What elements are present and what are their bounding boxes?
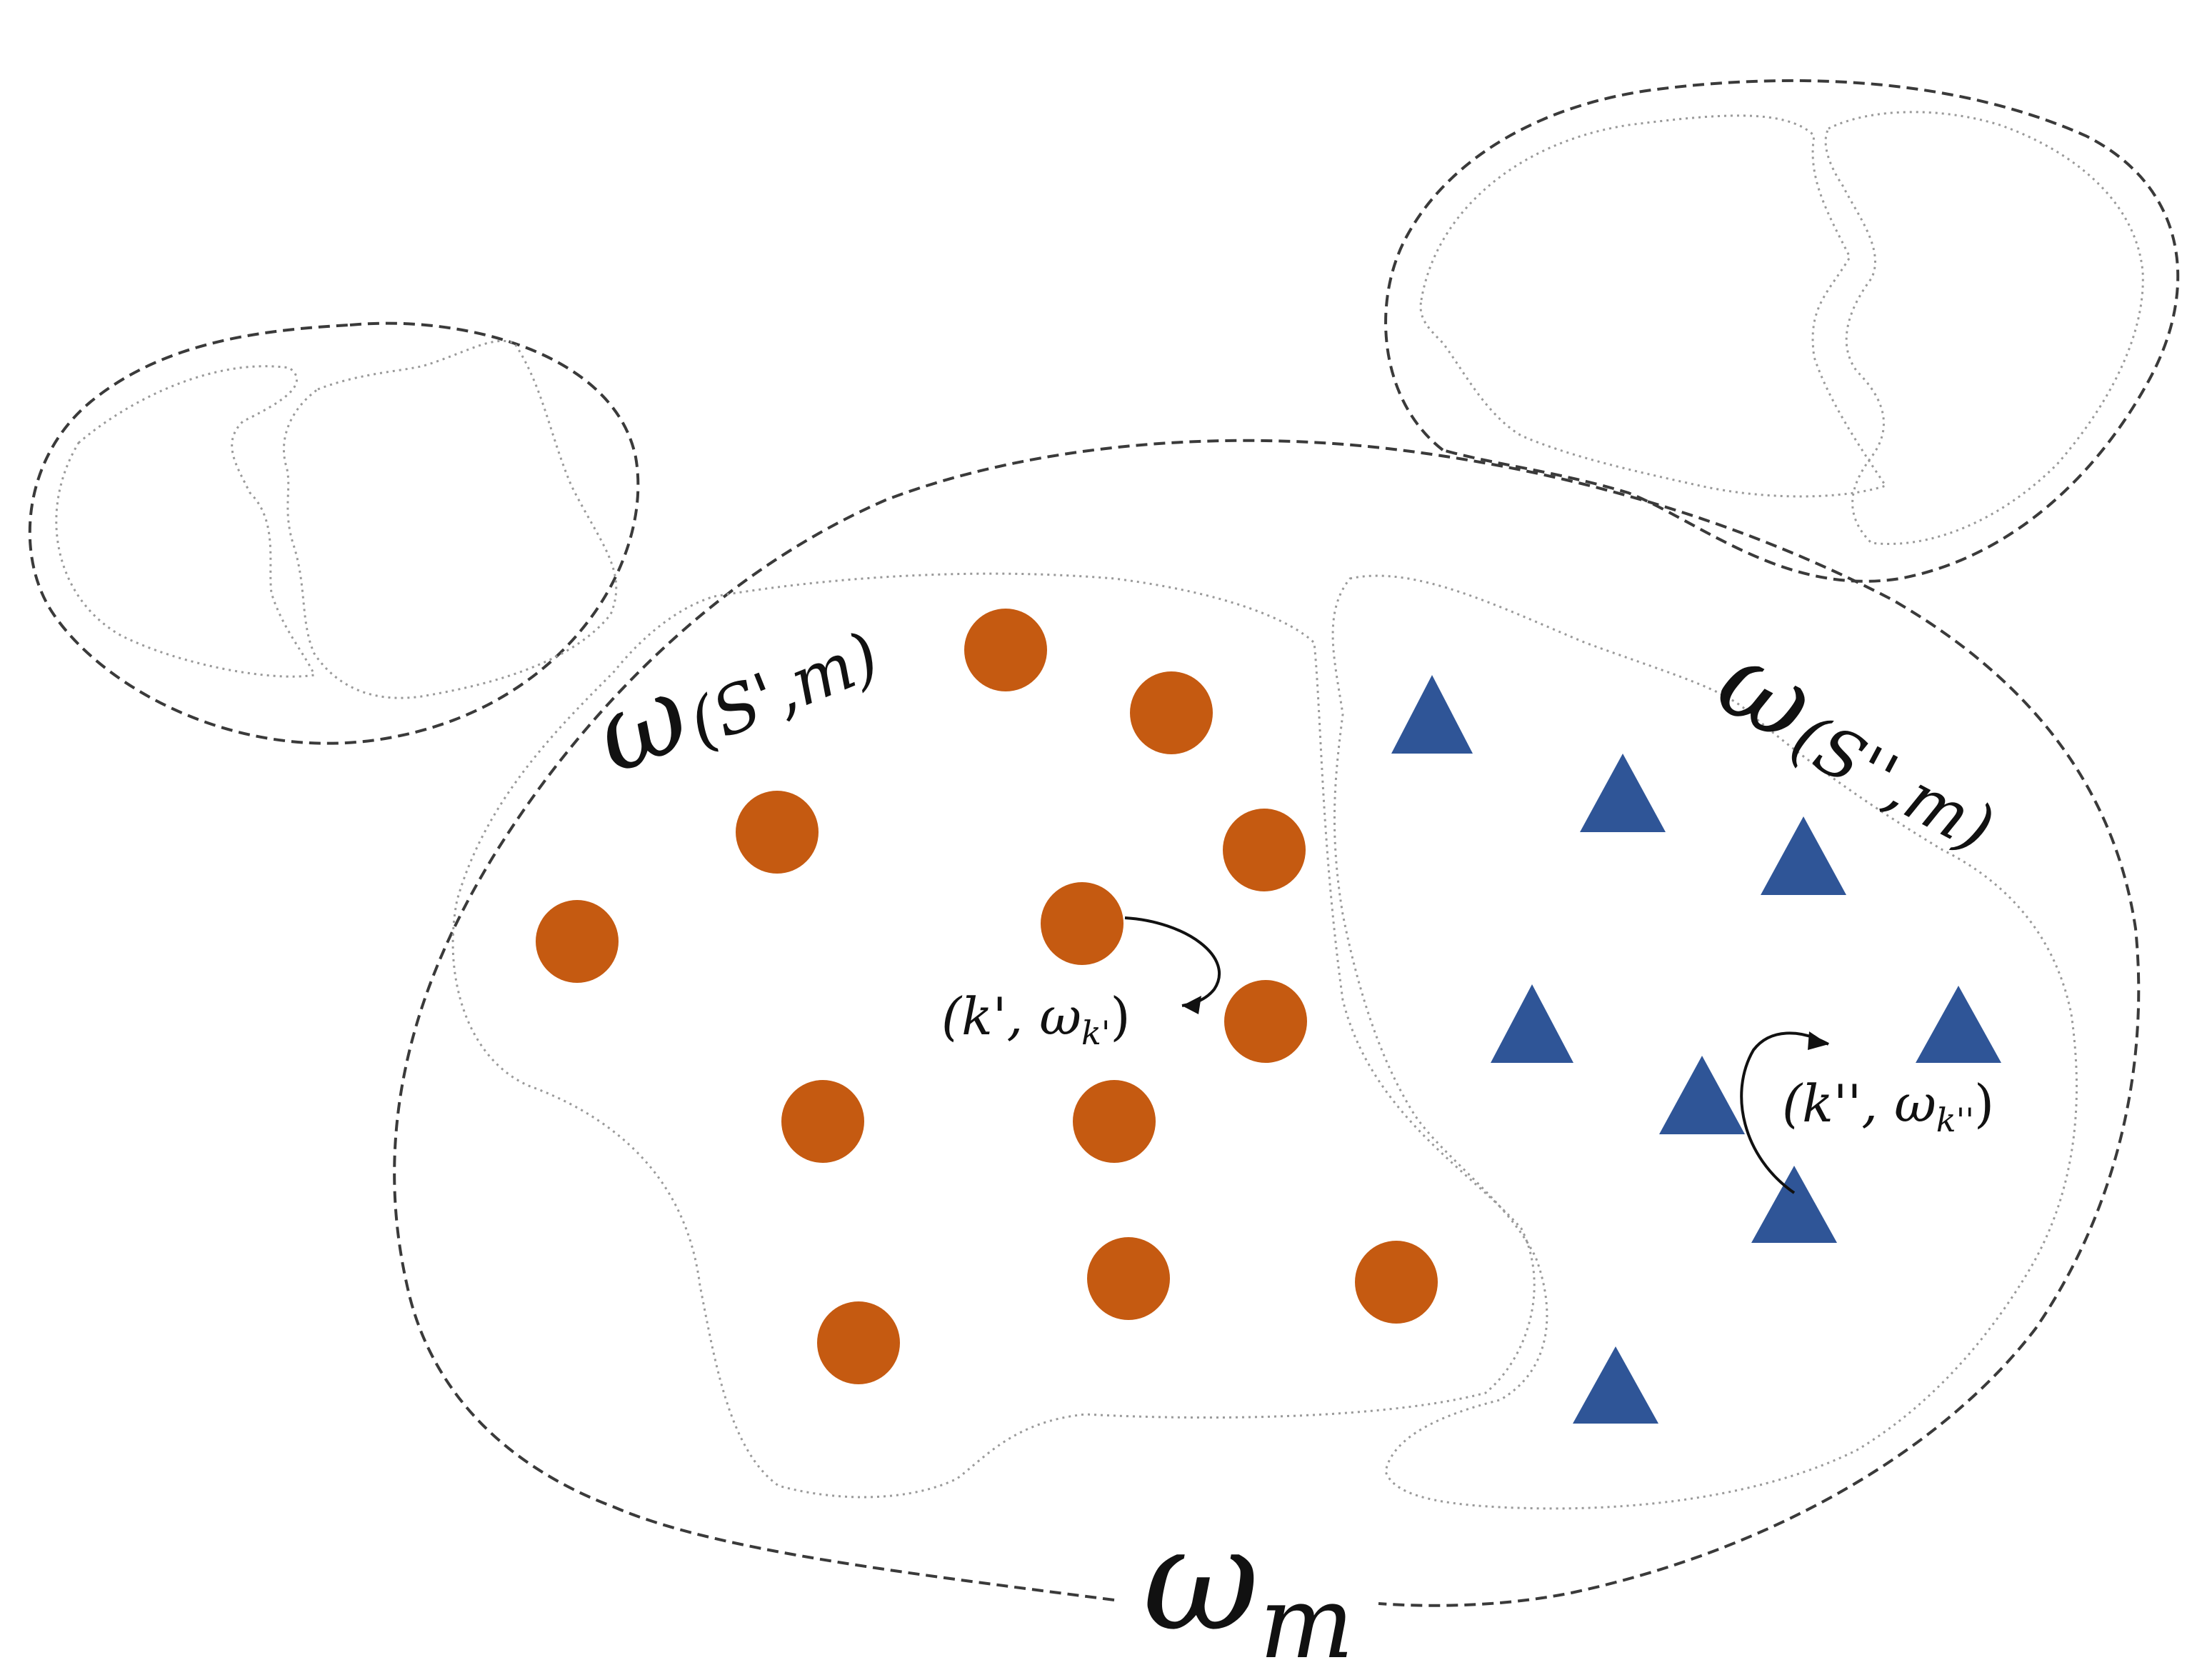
left-satellite-inner-left xyxy=(55,365,316,678)
circle-marker xyxy=(1073,1080,1156,1163)
right-satellite-outline xyxy=(1384,79,2180,583)
left-satellite-outline xyxy=(28,321,640,745)
circle-marker xyxy=(1087,1237,1170,1320)
circle-group xyxy=(536,609,1438,1384)
circle-marker xyxy=(781,1080,864,1163)
triangle-marker xyxy=(1491,984,1573,1063)
circle-marker xyxy=(1223,809,1306,891)
circle-marker xyxy=(1041,882,1123,965)
circle-marker xyxy=(1355,1241,1438,1324)
pair-left-label: (k', ωk') xyxy=(941,986,1131,1052)
right-satellite-inner-left xyxy=(1419,114,1888,498)
circle-marker xyxy=(1130,671,1213,754)
left-subset-outline xyxy=(451,572,1536,1499)
triangle-marker xyxy=(1916,986,2001,1063)
circle-marker xyxy=(817,1301,900,1384)
main-set-outline xyxy=(393,439,2141,1607)
circle-marker xyxy=(1224,980,1307,1063)
triangle-marker xyxy=(1573,1346,1658,1424)
triangle-marker xyxy=(1751,1166,1837,1243)
right-subset-label: ω (S'',m) xyxy=(1698,616,2027,870)
triangle-marker xyxy=(1659,1056,1745,1134)
left-satellite-region xyxy=(28,321,640,745)
right-satellite-region xyxy=(1384,79,2180,583)
pair-right-label: (k'', ωk'') xyxy=(1782,1074,1994,1139)
left-satellite-inner-right xyxy=(282,339,618,699)
pair-left-arrow xyxy=(1124,916,1221,1014)
circle-marker xyxy=(536,900,619,983)
main-set-label: ωm xyxy=(1143,1496,1354,1680)
left-subset-label: ω (S',m) xyxy=(577,576,891,799)
triangle-marker xyxy=(1580,754,1666,832)
triangle-marker xyxy=(1761,816,1846,895)
circle-marker xyxy=(736,791,819,874)
pair-right-arrow xyxy=(1740,1031,1829,1194)
circle-marker xyxy=(964,609,1047,691)
triangle-group xyxy=(1391,675,2001,1424)
triangle-marker xyxy=(1391,675,1473,754)
right-satellite-inner-right xyxy=(1824,111,2144,545)
